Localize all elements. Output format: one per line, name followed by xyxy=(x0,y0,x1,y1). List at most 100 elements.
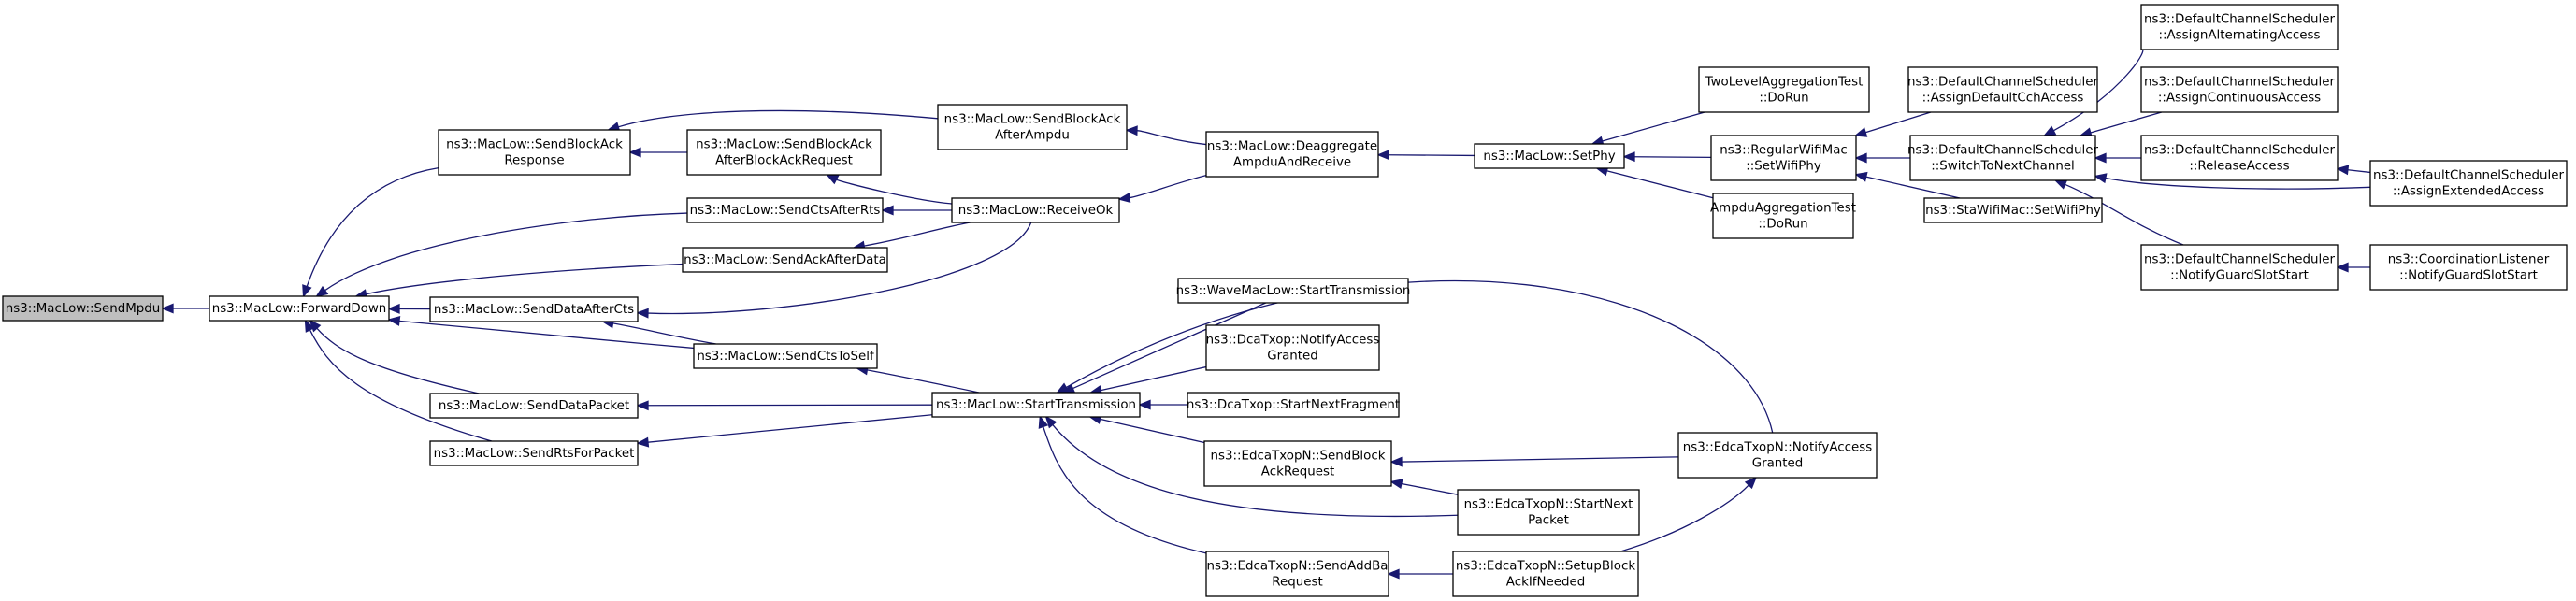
edge-line xyxy=(306,166,439,287)
arrowhead-icon xyxy=(881,205,894,216)
function-node-send-rts-for-packet[interactable]: ns3::MacLow::SendRtsForPacket xyxy=(429,440,639,466)
node-label: AfterBlockAckRequest xyxy=(715,154,853,168)
node-box xyxy=(209,295,390,322)
node-label: ns3::MacLow::SendBlockAck xyxy=(944,113,1121,127)
function-node-two-level-test[interactable]: TwoLevelAggregationTest::DoRun xyxy=(1698,66,1870,113)
call-edge-receive_ok-to-send_ack_after_data xyxy=(852,222,971,251)
call-edge-dca_start_next_fragment-to-start_transmission xyxy=(1138,399,1187,410)
node-label: ns3::MacLow::SendMpdu xyxy=(6,302,161,316)
edge-line xyxy=(1043,426,1207,554)
arrowhead-icon xyxy=(2094,173,2108,184)
function-node-dcs-assign-continuous[interactable]: ns3::DefaultChannelScheduler::AssignCont… xyxy=(2140,66,2339,113)
node-box xyxy=(937,104,1128,150)
node-label: ns3::StaWifiMac::SetWifiPhy xyxy=(1925,204,2101,218)
function-node-ampdu-test[interactable]: AmpduAggregationTest::DoRun xyxy=(1710,193,1856,239)
function-node-dcs-assign-default-cch[interactable]: ns3::DefaultChannelScheduler::AssignDefa… xyxy=(1907,66,2098,113)
node-box xyxy=(2,295,164,322)
function-node-send-cts-after-rts[interactable]: ns3::MacLow::SendCtsAfterRts xyxy=(686,197,884,223)
node-label: ns3::DefaultChannelScheduler xyxy=(2373,169,2564,183)
call-edge-edca_start_next_packet-to-start_transmission xyxy=(1044,415,1459,518)
function-node-start-transmission[interactable]: ns3::MacLow::StartTransmission xyxy=(931,392,1141,418)
function-node-receive-ok[interactable]: ns3::MacLow::ReceiveOk xyxy=(951,197,1120,223)
arrowhead-icon xyxy=(1622,151,1635,163)
node-label: ns3::MacLow::ReceiveOk xyxy=(958,204,1114,218)
function-node-regular-wifi-mac[interactable]: ns3::RegularWifiMac::SetWifiPhy xyxy=(1710,135,1857,181)
function-node-send-cts-to-self[interactable]: ns3::MacLow::SendCtsToSelf xyxy=(693,343,878,369)
call-edge-coordination_listener-to-dcs_notify_guard xyxy=(2336,262,2370,273)
node-box xyxy=(2140,135,2339,181)
node-label: ::DoRun xyxy=(1758,218,1807,232)
node-box xyxy=(1698,66,1870,113)
call-edge-edca_start_next_packet-to-edca_send_block_ack_request xyxy=(1389,479,1459,495)
function-node-send-data-packet[interactable]: ns3::MacLow::SendDataPacket xyxy=(429,393,639,419)
node-box xyxy=(1205,551,1389,597)
node-label: TwoLevelAggregationTest xyxy=(1705,76,1864,90)
call-edge-start_transmission-to-send_rts_for_packet xyxy=(636,414,933,448)
edge-line xyxy=(1401,482,1459,495)
call-edge-edca_send_add_ba-to-start_transmission xyxy=(1038,415,1207,554)
arrowhead-icon xyxy=(387,316,401,326)
edge-line xyxy=(1865,176,1961,199)
arrowhead-icon xyxy=(636,400,649,411)
arrowhead-icon xyxy=(304,319,315,333)
call-edge-send_rts_for_packet-to-forward_down xyxy=(304,319,493,442)
node-box xyxy=(1205,324,1380,371)
function-node-send-mpdu[interactable]: ns3::MacLow::SendMpdu xyxy=(2,295,164,322)
call-edge-two_level_test-to-set_phy xyxy=(1590,111,1705,147)
arrowhead-icon xyxy=(1854,171,1868,182)
node-box xyxy=(2369,160,2568,207)
function-node-wave-start-tx[interactable]: ns3::WaveMacLow::StartTransmission xyxy=(1176,278,1411,304)
function-node-dcs-switch-to-next[interactable]: ns3::DefaultChannelScheduler::SwitchToNe… xyxy=(1907,135,2098,181)
node-label: ::AssignContinuousAccess xyxy=(2158,92,2321,106)
function-node-dcs-release-access[interactable]: ns3::DefaultChannelScheduler::ReleaseAcc… xyxy=(2140,135,2339,181)
arrowhead-icon xyxy=(636,436,650,448)
edge-line xyxy=(2347,169,2371,174)
arrowhead-icon xyxy=(2336,165,2350,176)
arrowhead-icon xyxy=(636,308,649,319)
edge-line xyxy=(867,369,980,394)
function-node-dcs-assign-extended[interactable]: ns3::DefaultChannelScheduler::AssignExte… xyxy=(2369,160,2568,207)
node-box xyxy=(1712,193,1854,239)
call-edge-sta_wifi_mac-to-regular_wifi_mac xyxy=(1854,171,1961,199)
function-node-dca-start-next-fragment[interactable]: ns3::DcaTxop::StartNextFragment xyxy=(1187,392,1400,418)
call-edge-send_cts_to_self-to-send_data_after_cts xyxy=(601,318,716,345)
arrowhead-icon xyxy=(302,284,312,298)
call-edges xyxy=(161,48,2371,580)
function-node-set-phy[interactable]: ns3::MacLow::SetPhy xyxy=(1474,143,1625,169)
arrowhead-icon xyxy=(161,303,174,314)
function-node-sta-wifi-mac[interactable]: ns3::StaWifiMac::SetWifiPhy xyxy=(1923,197,2103,223)
node-box xyxy=(1677,432,1878,479)
node-box xyxy=(429,296,639,322)
function-node-dcs-notify-guard[interactable]: ns3::DefaultChannelScheduler::NotifyGuar… xyxy=(2140,244,2339,291)
arrowhead-icon xyxy=(1389,479,1403,489)
call-edge-send_block_ack_after_ampdu-to-send_block_ack_response xyxy=(607,109,939,132)
node-label: Response xyxy=(504,154,564,168)
node-box xyxy=(682,247,888,273)
function-node-send-ack-after-data[interactable]: ns3::MacLow::SendAckAfterData xyxy=(682,247,888,273)
edge-line xyxy=(1606,170,1714,199)
node-label: ns3::MacLow::StartTransmission xyxy=(936,398,1136,412)
function-node-send-block-ack-after-bar[interactable]: ns3::MacLow::SendBlockAckAfterBlockAckRe… xyxy=(686,129,882,176)
edge-line xyxy=(309,329,493,442)
arrowhead-icon xyxy=(2336,262,2349,273)
function-node-dcs-assign-alternating[interactable]: ns3::DefaultChannelScheduler::AssignAlte… xyxy=(2140,4,2339,50)
node-box xyxy=(1710,135,1857,181)
call-edge-receive_ok-to-send_cts_after_rts xyxy=(881,205,952,216)
function-node-send-data-after-cts[interactable]: ns3::MacLow::SendDataAfterCts xyxy=(429,296,639,322)
node-label: ::SwitchToNextChannel xyxy=(1931,160,2075,174)
edge-line xyxy=(1136,130,1207,146)
function-node-coordination-listener[interactable]: ns3::CoordinationListener::NotifyGuardSl… xyxy=(2369,244,2568,291)
node-label: ::NotifyGuardSlotStart xyxy=(2399,269,2538,283)
function-node-forward-down[interactable]: ns3::MacLow::ForwardDown xyxy=(209,295,390,322)
arrowhead-icon xyxy=(2053,179,2068,190)
edge-line xyxy=(1602,111,1705,142)
